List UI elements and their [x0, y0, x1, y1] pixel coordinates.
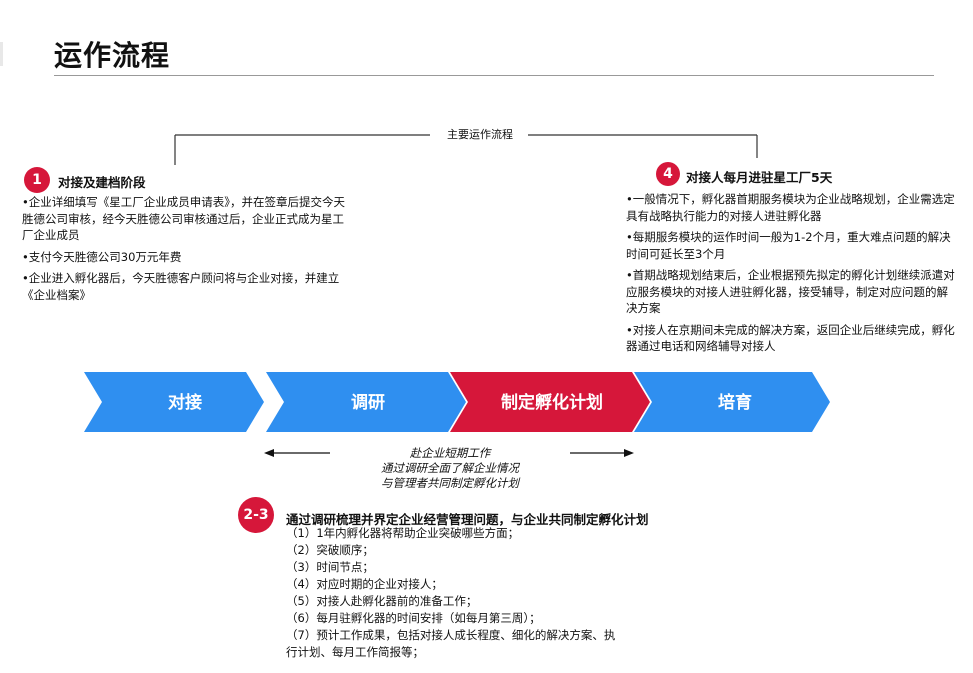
list-item: （4）对应时期的企业对接人；: [286, 577, 443, 591]
list-item: （5）对接人赴孵化器前的准备工作；: [286, 594, 478, 608]
mid-note-line: 赴企业短期工作: [409, 446, 491, 460]
section1-bullet: •企业进入孵化器后，今天胜德客户顾问将与企业对接，并建立《企业档案》: [22, 271, 340, 302]
page-title: 运作流程: [54, 39, 171, 72]
stage-chevron-4: [634, 372, 830, 432]
stage-label-2: 调研: [351, 393, 385, 413]
section1-title: 对接及建档阶段: [58, 175, 146, 190]
section1-bullets: •企业详细填写《星工厂企业成员申请表》，并在签章后提交今天胜德公司审核，经今天胜…: [22, 194, 354, 308]
list-item: （7）预计工作成果，包括对接人成长程度、细化的解决方案、执: [286, 628, 616, 642]
section23-list: （1）1年内孵化器将帮助企业突破哪些方面； （2）突破顺序； （3）时间节点； …: [286, 525, 615, 661]
section1-badge: 1: [24, 167, 50, 193]
section23-badge: 2-3: [238, 497, 274, 533]
stage-chevron-3: [450, 372, 650, 432]
list-item: （1）1年内孵化器将帮助企业突破哪些方面；: [286, 526, 520, 540]
stage-label-1: 对接: [168, 392, 202, 413]
mid-note: 赴企业短期工作 通过调研全面了解企业情况 与管理者共同制定孵化计划: [330, 446, 570, 491]
stage-label-3: 制定孵化计划: [501, 392, 603, 413]
mid-note-line: 通过调研全面了解企业情况: [381, 461, 519, 475]
stage-chevron-2: [266, 372, 466, 432]
list-item: （3）时间节点；: [286, 560, 374, 574]
left-edge-marker: [0, 42, 3, 66]
top-flow-label: 主要运作流程: [447, 128, 513, 141]
section4-bullet: •首期战略规划结束后，企业根据预先拟定的孵化计划继续派遣对应服务模块的对接人进驻…: [626, 268, 955, 315]
section4-badge: 4: [656, 162, 680, 186]
title-divider: [54, 75, 934, 76]
arrow-head-right: [624, 449, 634, 457]
section4-title: 对接人每月进驻星工厂5天: [686, 170, 833, 185]
arrow-head-left: [264, 449, 274, 457]
section4-bullet: •每期服务模块的运作时间一般为1-2个月，重大难点问题的解决时间可延长至3个月: [626, 230, 951, 261]
section4-bullets: •一般情况下，孵化器首期服务模块为企业战略规划，企业需选定具有战略执行能力的对接…: [626, 191, 958, 360]
section1-bullet: •企业详细填写《星工厂企业成员申请表》，并在签章后提交今天胜德公司审核，经今天胜…: [22, 195, 346, 242]
stage-chevron-1: [84, 372, 264, 432]
stage-label-4: 培育: [718, 392, 752, 413]
list-item: （2）突破顺序；: [286, 543, 374, 557]
section1-bullet: •支付今天胜德公司30万元年费: [22, 249, 182, 264]
top-flow-connector: [174, 134, 758, 165]
section23-title: 通过调研梳理并界定企业经营管理问题，与企业共同制定孵化计划: [286, 512, 649, 527]
mid-note-line: 与管理者共同制定孵化计划: [381, 476, 519, 490]
section4-bullet: •对接人在京期间未完成的解决方案，返回企业后继续完成，孵化器通过电话和网络辅导对…: [626, 322, 955, 354]
section4-bullet: •一般情况下，孵化器首期服务模块为企业战略规划，企业需选定具有战略执行能力的对接…: [626, 192, 955, 223]
stage-chevrons: 对接 调研 制定孵化计划 培育: [84, 372, 830, 432]
list-item: （6）每月驻孵化器的时间安排（如每月第三周）；: [286, 611, 541, 625]
list-item: 行计划、每月工作简报等；: [286, 645, 424, 659]
